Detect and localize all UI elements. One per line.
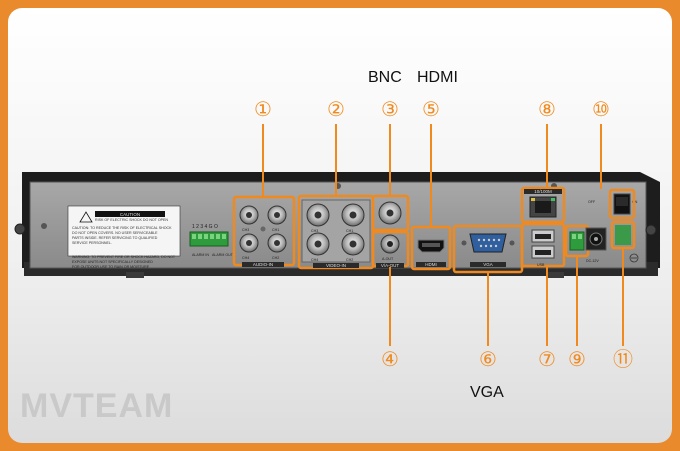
callout-lines — [262, 124, 624, 346]
hdmi-port-label: HDMI — [425, 262, 437, 267]
video-ch2-label: CH2 — [346, 258, 353, 262]
caution-body-2: DO NOT OPEN COVERS. NO USER SERVICEABLE — [72, 231, 158, 235]
callout-6: ⑥ — [479, 349, 497, 371]
switch-off-label: OFF — [588, 200, 596, 204]
callout-3: ③ — [381, 99, 399, 121]
power-switch: OFF ON — [588, 188, 638, 220]
alarm-terminal: 1 2 3 4 G O ALARM IN ALARM OUT — [189, 224, 234, 257]
va-out-label: V/A-OUT — [381, 263, 400, 268]
network-port: 10/100M — [520, 186, 566, 224]
usb-label: USB — [537, 263, 545, 267]
caution-title: CAUTION — [120, 212, 140, 217]
hdmi-port: HDMI — [410, 225, 452, 271]
caution-body-4: SERVICE PERSONNEL. — [72, 241, 112, 245]
usb-ports: USB — [520, 222, 566, 268]
audio-ch3-label: CH3 — [242, 228, 249, 232]
alarm-in-label: ALARM IN — [192, 253, 209, 257]
caution-label: CAUTION RISK OF ELECTRIC SHOCK DO NOT OP… — [67, 205, 181, 269]
warning-1: WARNING: TO PREVENT FIRE OR SHOCK HAZARD… — [72, 255, 176, 259]
video-audio-out-ports: A-OUT V/A-OUT — [371, 194, 410, 268]
audio-in-ports: CH3 CH1 CH4 CH2 AUDIO-IN — [232, 195, 296, 267]
a-out-label: A-OUT — [382, 257, 394, 261]
callout-10: ⑩ — [592, 99, 610, 121]
callout-1: ① — [254, 99, 272, 121]
ground-terminal — [610, 220, 639, 263]
callout-9: ⑨ — [568, 349, 586, 371]
alarm-pins: 1 2 3 4 G O — [192, 224, 218, 230]
bnc-label: BNC — [368, 69, 402, 86]
vga-label: VGA — [470, 384, 504, 401]
dc-label: DC-12V — [586, 259, 599, 263]
callout-2: ② — [327, 99, 345, 121]
audio-ch2-label: CH2 — [272, 256, 279, 260]
network-label: 10/100M — [534, 189, 552, 194]
callout-11: ⑪ — [613, 348, 633, 371]
warning-3: FOR OUTDOOR USE TO RAIN OR MOISTURE — [72, 265, 150, 269]
callout-4: ④ — [381, 349, 399, 371]
caution-sub: RISK OF ELECTRIC SHOCK DO NOT OPEN — [95, 218, 168, 222]
callout-8: ⑧ — [538, 99, 556, 121]
audio-ch1-label: CH1 — [272, 228, 279, 232]
callout-5: ⑤ — [422, 99, 440, 121]
caution-body-1: CAUTION: TO REDUCE THE RISK OF ELECTRICA… — [72, 226, 172, 230]
video-ch3-label: CH3 — [311, 229, 318, 233]
dc-power-jack: DC-12V — [585, 227, 607, 263]
audio-ch4-label: CH4 — [242, 256, 249, 260]
callout-7: ⑦ — [538, 349, 556, 371]
hdmi-label: HDMI — [417, 69, 458, 86]
vga-port-label: VGA — [483, 262, 493, 267]
warning-2: EXPOSE UNITS NOT SPECIFICALLY DESIGNED — [72, 260, 153, 264]
video-in-ports: CH3 CH1 CH4 CH2 VIDEO-IN — [297, 194, 375, 270]
caution-body-3: PARTS INSIDE. REFER SERVICING TO QUALIFI… — [72, 236, 158, 240]
vga-port: VGA — [452, 224, 524, 274]
alarm-out-label: ALARM OUT — [212, 253, 234, 257]
video-in-label: VIDEO-IN — [326, 263, 346, 268]
callout-numbers: ① ② ③ ⑤ ⑧ ⑩ ④ ⑥ ⑦ ⑨ ⑪ — [254, 99, 633, 371]
video-ch4-label: CH4 — [311, 258, 318, 262]
audio-in-label: AUDIO-IN — [253, 262, 273, 267]
brand-logo: MVTEAM — [20, 387, 173, 425]
video-ch1-label: CH1 — [346, 229, 353, 233]
image-frame: CAUTION RISK OF ELECTRIC SHOCK DO NOT OP… — [8, 8, 672, 443]
dvr-rear-panel-illustration: CAUTION RISK OF ELECTRIC SHOCK DO NOT OP… — [14, 69, 660, 425]
